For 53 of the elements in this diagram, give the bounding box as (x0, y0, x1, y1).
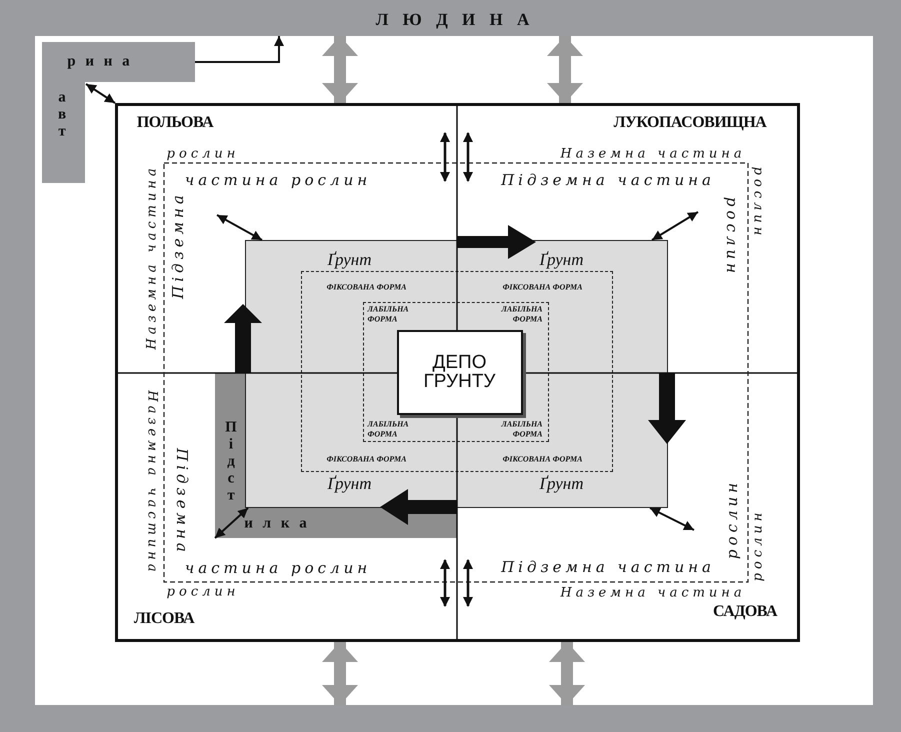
arrow (651, 211, 699, 241)
litter-letters: и л к а (244, 516, 310, 532)
frame-band (0, 0, 901, 36)
plant-part-label: Наземна частина (144, 390, 160, 576)
soil-label: Ґрунт (328, 250, 372, 270)
form-label: ФІКСОВАНА ФОРМА (326, 454, 406, 463)
exchange-arrow (322, 642, 358, 705)
soil-area (245, 240, 668, 508)
zone-title: ЛУКОПАСОВИЩНА (614, 114, 766, 132)
soil-label: Ґрунт (540, 474, 584, 494)
arrow (650, 507, 694, 531)
plant-part-label: рослин (723, 478, 741, 560)
plant-part-label: Підземна (173, 448, 191, 556)
zone-title: ПОЛЬОВА (136, 114, 214, 132)
plant-part-label: частина рослин (184, 559, 372, 577)
form-label: ФІКСОВАНА ФОРМА (502, 282, 582, 291)
soil-label: Ґрунт (540, 250, 584, 270)
plant-part-label: рослин (166, 146, 240, 162)
form-label: ФІКСОВАНА ФОРМА (502, 454, 582, 463)
band-letters: а в т (56, 90, 68, 140)
form-label: ЛАБІЛЬНА ФОРМА (500, 304, 542, 325)
form-label: ФІКСОВАНА ФОРМА (326, 282, 406, 291)
exchange-arrow (547, 36, 583, 103)
plant-part-label: рослин (750, 508, 766, 582)
fixed-form-zone (300, 270, 612, 472)
exchange-arrow (549, 642, 585, 705)
soil-label: Ґрунт (328, 474, 372, 494)
form-label: ЛАБІЛЬНА ФОРМА (500, 419, 542, 440)
plant-part-label: частина рослин (184, 171, 372, 189)
plant-part-label: Підземна частина (501, 558, 715, 576)
arrow (195, 36, 284, 63)
arrow (216, 214, 262, 241)
form-label: ЛАБІЛЬНА ФОРМА (368, 419, 410, 440)
arrow (214, 507, 249, 539)
labile-form-zone (362, 302, 548, 442)
form-label: ЛАБІЛЬНА ФОРМА (368, 304, 410, 325)
zone-title: САДОВА (713, 603, 777, 621)
plant-part-label: Підземна (169, 191, 187, 299)
plant-part-label: Наземна частина (144, 164, 160, 350)
plant-part-label: рослин (166, 584, 240, 600)
plant-part-label: рослин (723, 196, 741, 278)
arrow (85, 83, 116, 104)
frame-band (0, 705, 901, 732)
exchange-arrow (322, 36, 358, 103)
plant-part-label: Підземна частина (501, 171, 715, 189)
plant-part-label: рослин (750, 166, 766, 240)
band-letters: р и н а (67, 54, 133, 70)
zone-title: ЛІСОВА (134, 610, 194, 628)
depot-label: ДЕПО ГРУНТУ (422, 352, 496, 390)
litter-letters: П і д с т (224, 420, 238, 504)
plant-part-label: Наземна частина (560, 146, 746, 162)
plant-part-label: Наземна частина (560, 586, 746, 600)
zone-title: Л Ю Д И Н А (376, 10, 534, 30)
